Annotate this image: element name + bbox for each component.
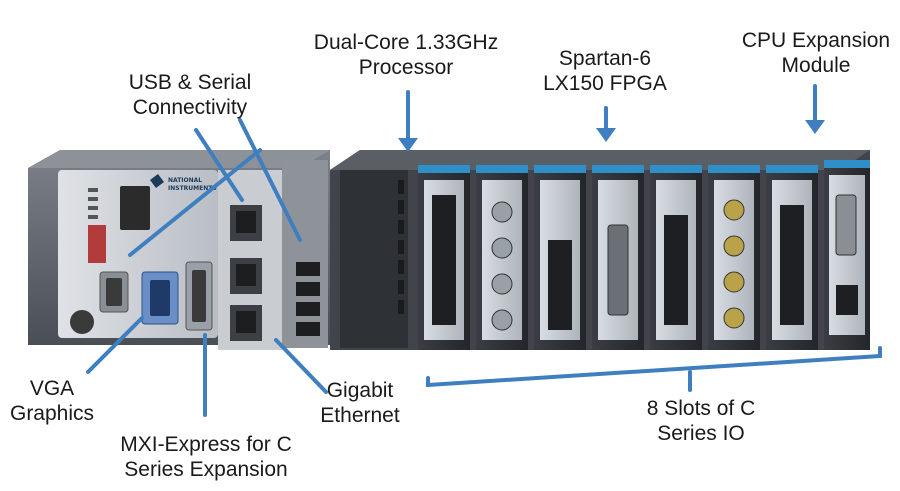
label-vga-line-1: VGA [29,377,75,400]
label-cpu-expansion: CPU Expansion Module [728,28,900,78]
label-gigabit-ethernet: Gigabit Ethernet [300,378,420,428]
label-slots-line-1: 8 Slots of C [646,397,756,420]
label-fpga-line-1: Spartan-6 [558,47,652,70]
vga-pointer-arrow [86,316,144,374]
usb-serial-pointer-arrow-1 [194,128,244,202]
slots-bracket [426,346,882,388]
c-series-module-1 [418,165,470,350]
label-processor-line-1: Dual-Core 1.33GHz [313,31,499,54]
dip-switches [88,225,106,263]
usb-serial-pointer-arrow-2 [238,118,302,242]
brand-line-1: NATIONAL [168,177,202,184]
label-vga-line-2: Graphics [9,402,95,425]
c-series-module-5 [650,165,702,350]
label-usb-serial-line-1: USB & Serial [128,71,252,94]
label-gigabit-line-1: Gigabit [326,379,394,402]
cpu-module-housing [340,170,408,348]
c-series-module-2 [476,165,528,350]
usb-ports-icon [296,262,320,336]
label-fpga: Spartan-6 LX150 FPGA [520,46,690,96]
c-series-module-3 [534,165,586,350]
label-slots-line-2: Series IO [657,422,745,445]
c-series-module-4 [592,165,644,350]
usb-serial-pointer-arrow-3 [128,148,262,257]
label-gigabit-line-2: Ethernet [320,404,400,427]
gigabit-pointer-arrow [274,338,328,394]
ethernet-port-3-icon [230,305,262,341]
label-vga: VGA Graphics [4,376,100,426]
label-mxi-line-2: Series Expansion [124,458,288,481]
power-terminal-block [120,186,150,230]
label-processor-line-2: Processor [358,56,454,79]
brand-line-2: INSTRUMENTS [168,185,217,192]
label-mxi-express: MXI-Express for C Series Expansion [108,432,304,482]
label-fpga-line-2: LX150 FPGA [543,72,667,95]
vga-port-icon [141,271,179,325]
label-mxi-line-1: MXI-Express for C [120,433,292,456]
status-leds [88,188,98,219]
pointer-arrows [86,84,882,417]
usb-panel [282,160,328,348]
c-series-modules [418,160,870,350]
label-cpu-expansion-line-1: CPU Expansion [741,29,891,52]
label-c-series-slots: 8 Slots of C Series IO [628,396,774,446]
ethernet-port-2-icon [230,258,262,294]
reset-button-icon [70,310,94,334]
mxi-express-port-icon [185,261,213,331]
label-usb-serial: USB & Serial Connectivity [110,70,270,120]
ethernet-port-1-icon [230,205,262,241]
label-usb-serial-line-2: Connectivity [132,96,248,119]
c-series-module-7 [766,165,818,350]
ni-logo: NATIONAL INSTRUMENTS [150,174,217,192]
label-cpu-expansion-line-2: Module [781,54,851,77]
serial-port-icon [99,271,129,313]
c-series-module-6 [708,165,760,350]
label-processor: Dual-Core 1.33GHz Processor [296,30,516,80]
c-series-module-8 [824,160,870,350]
